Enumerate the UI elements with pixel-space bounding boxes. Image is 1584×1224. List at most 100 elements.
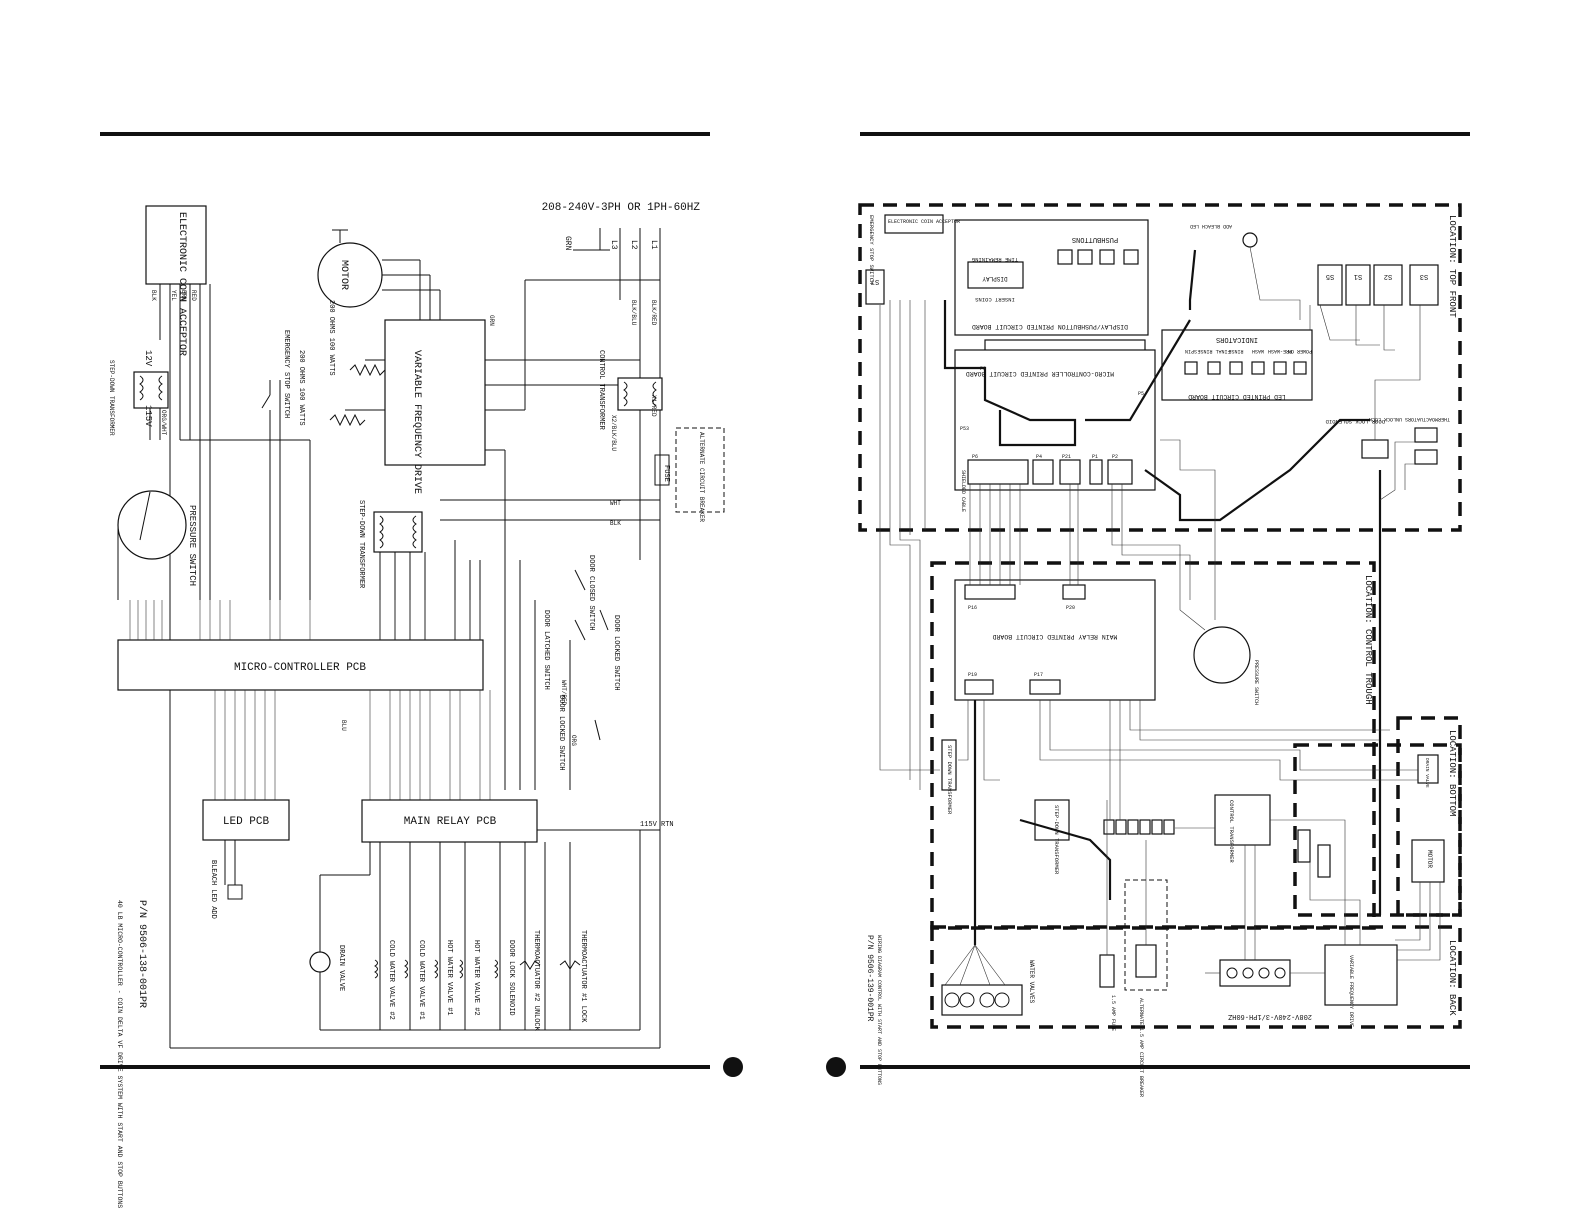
pushbuttons-label: PUSHBUTTONS (1072, 235, 1118, 243)
wire-label: ORG/WHT (160, 410, 167, 436)
variable-frequency-drive (384, 319, 486, 466)
shielded-cable-label: SHIELDED CABLE (960, 470, 966, 512)
motor-right (1411, 839, 1445, 883)
resistor-1 (349, 363, 386, 377)
resistor-2-label: 200 OHMS 100 WATTS (297, 350, 305, 426)
terminal-block (1103, 819, 1175, 835)
connector-p20 (1062, 584, 1086, 600)
switch-label: S2 (1384, 272, 1392, 280)
drain-valve-symbol (309, 951, 331, 973)
mcu-top-pins (129, 600, 481, 640)
transformer-coils (139, 375, 163, 401)
v12-label: 12V (143, 350, 153, 367)
right-part-description: WIRING DIAGRAM CONTROL WITH START AND ST… (876, 935, 882, 1085)
connector-p17 (1029, 679, 1061, 695)
connector-p6 (967, 459, 1029, 485)
wire-label: RED (190, 290, 197, 301)
fuse-label: FUSE (662, 465, 670, 482)
door-locked-switch-2-label: DOOR LOCKED SWITCH (557, 695, 565, 771)
valve-label-2: COLD WATER VALVE #1 (417, 940, 425, 1020)
pushbutton (1057, 249, 1073, 265)
label-l2: L2 (629, 240, 638, 250)
led-board-label: LED PRINTED CIRCUIT BOARD (1188, 393, 1286, 400)
fuse-label-right: 1.5 AMP FUSE (1110, 995, 1116, 1031)
page-bullet-right (826, 1057, 846, 1077)
braking-resistor-1 (1297, 829, 1311, 863)
wire-label: GRN (488, 315, 495, 326)
v115-rtn-label: 115V RTN (640, 821, 674, 829)
left-part-description: 40 LB MICRO-CONTROLLER - COIN DELTA VF D… (116, 900, 123, 1208)
main-relay-pcb (361, 799, 538, 843)
display-board-label: DISPLAY/PUSHBUTTON PRINTED CIRCUIT BOARD (972, 323, 1128, 330)
pressure-switch-right (1193, 626, 1251, 684)
v115-label: 115V (143, 405, 153, 427)
led-pcb (202, 799, 290, 841)
motor-label: MOTOR (338, 260, 349, 290)
valve-label-1: COLD WATER VALVE #2 (387, 940, 395, 1020)
switch-s5 (1317, 264, 1343, 306)
label-l1: L1 (649, 240, 658, 250)
micro-controller-pcb (117, 639, 484, 691)
switch-s1 (1345, 264, 1371, 306)
coin-acceptor-label-right: ELECTRONIC COIN ACCEPTOR (888, 219, 960, 225)
wire-label: X2/BLK/BLU (610, 415, 617, 451)
connector-label: P2 (1112, 454, 1118, 460)
fuse-right (1099, 954, 1115, 988)
connector-p1 (1089, 459, 1103, 485)
alternate-circuit-breaker (675, 427, 725, 513)
step-down-2-label-right: STEP-DOWN TRANSFORMER (1053, 805, 1060, 875)
vfd-right (1324, 944, 1398, 1006)
location-bottom: LOCATION: BOTTOM (1447, 730, 1457, 816)
connector-label: P1 (1092, 454, 1098, 460)
indicator-label: POWER ON (1288, 348, 1312, 354)
door-closed-switch-label: DOOR CLOSED SWITCH (587, 555, 595, 631)
label-l3: L3 (609, 240, 618, 250)
mcu-led-wires (214, 690, 276, 800)
insert-coins-label: INSERT COINS (974, 296, 1014, 303)
location-control-trough: LOCATION: CONTROL TROUGH (1363, 575, 1373, 705)
wire-label: BRN (180, 290, 187, 301)
drain-label-right: DRAIN VALVE (1424, 758, 1430, 788)
supply-terminals (1219, 959, 1291, 987)
connector-label: P5 (1138, 391, 1144, 397)
step-down-transformer-right-2 (1034, 799, 1070, 841)
indicator-label: SPIN (1185, 348, 1197, 354)
valve-label-5: DOOR LOCK SOLENOID (507, 940, 515, 1016)
pressure-switch (117, 490, 187, 560)
connector-p2 (1107, 459, 1133, 485)
micro-board-label: MICRO-CONTROLLER PRINTED CIRCUIT BOARD (966, 370, 1114, 377)
bleach-led (227, 884, 243, 900)
heavy-harness (943, 249, 1382, 945)
switch-label: S1 (1354, 272, 1362, 280)
control-transformer-coils (623, 381, 657, 407)
connector-label: P4 (1036, 454, 1042, 460)
valve-loads (309, 830, 641, 1031)
thin-wiring (879, 246, 1441, 986)
supply-label-right: 208V-240V-3/1PH-60HZ (1228, 1012, 1312, 1020)
switch-s3 (1409, 264, 1439, 306)
switch-label: S3 (1420, 272, 1428, 280)
motor-label-right: MOTOR (1426, 850, 1433, 868)
pushbutton (1123, 249, 1139, 265)
left-part-number: P/N 9506-138-001PR (136, 900, 148, 1008)
valve-label-3: HOT WATER VALVE #1 (445, 940, 453, 1016)
valve-label-7: THERMOACTUATOR #1 LOCK (579, 930, 587, 1023)
step-down-transformer (133, 371, 169, 409)
connector-label: P53 (960, 426, 969, 432)
indicators-label: INDICATORS (1216, 335, 1258, 343)
step-down-label-right: STEP DOWN TRANSFORMER (946, 745, 953, 815)
indicator-label: FINAL RINSE (1197, 348, 1230, 354)
breaker-right (1135, 944, 1157, 978)
pressure-label-right: PRESSURE SWITCH (1253, 660, 1259, 705)
supply-label: 208-240V-3PH OR 1PH-60HZ (542, 202, 701, 214)
valve-label-6: THERMOACTUATOR #2 UNLOCK (532, 930, 540, 1032)
breaker-label: ALTERNATE CIRCUIT BREAKER (698, 432, 705, 522)
connector-label: P6 (972, 454, 978, 460)
wire-label: BLK/BLU (630, 300, 637, 326)
switch-s2 (1373, 264, 1403, 306)
location-top-front: LOCATION: TOP FRONT (1447, 215, 1457, 318)
door-solenoid-label: DOOR LOCK SOLENOID (1325, 418, 1385, 425)
estop-label: EMERGENCY STOP SWITCH (282, 330, 290, 418)
switch-label: S7 (871, 277, 879, 285)
emergency-stop-switch (865, 269, 885, 305)
